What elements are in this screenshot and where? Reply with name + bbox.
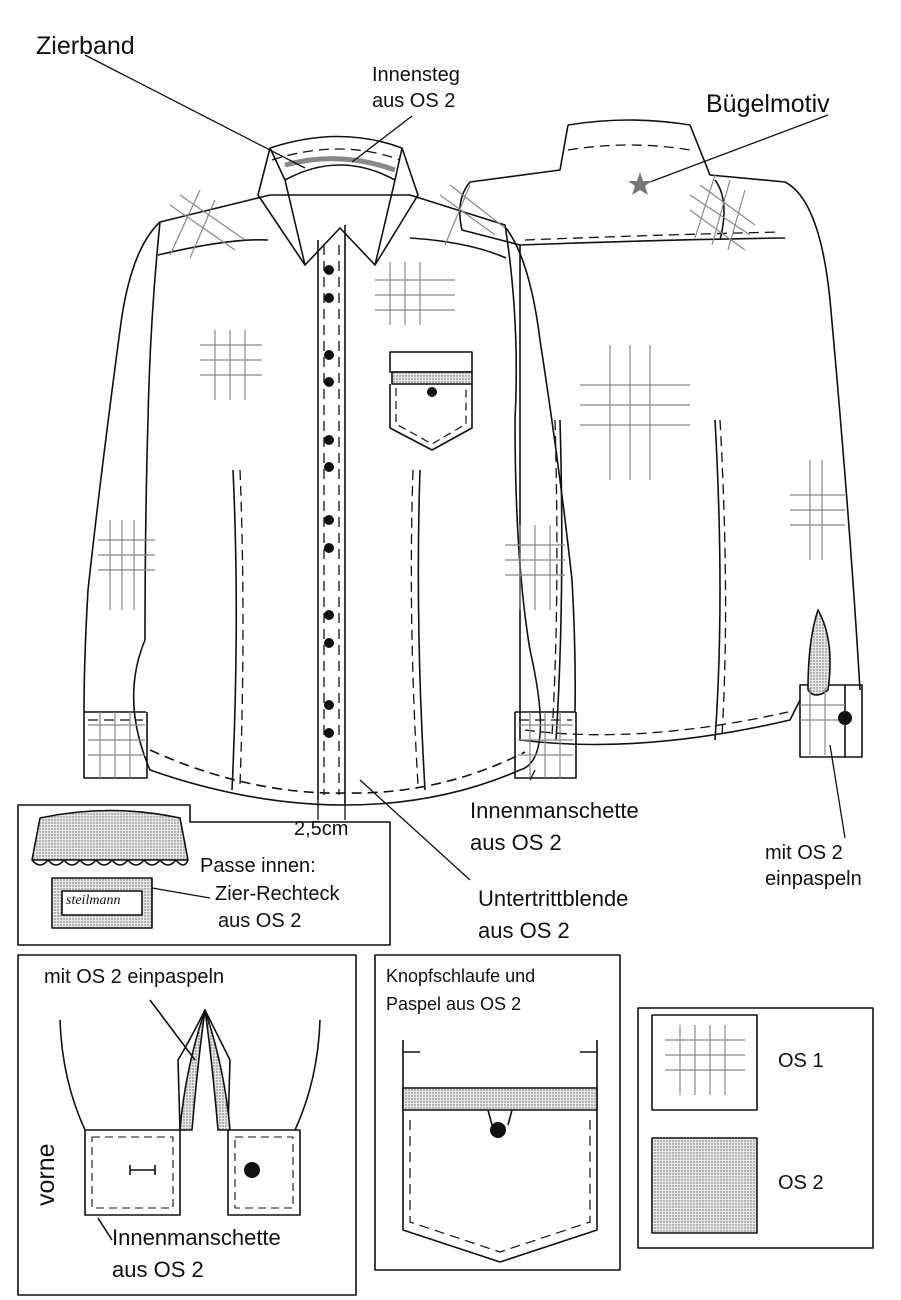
label-innenmanschette-1: Innenmanschette — [470, 798, 639, 823]
label-cuff-innen-2: aus OS 2 — [112, 1257, 204, 1282]
back-placket-strip — [807, 609, 831, 696]
label-untertritt-2: aus OS 2 — [478, 918, 570, 943]
label-einpaspeln-1: mit OS 2 — [765, 842, 843, 864]
front-stitching — [88, 148, 572, 795]
label-steilmann: steilmann — [66, 893, 121, 908]
label-pocket-2: Paspel aus OS 2 — [386, 994, 522, 1014]
label-cuff-detail-top: mit OS 2 einpaspeln — [44, 966, 225, 988]
label-innenmanschette-2: aus OS 2 — [470, 830, 562, 855]
passe-box — [17, 804, 391, 946]
label-pocket-1: Knopfschlaufe und — [386, 966, 536, 986]
label-untertritt-1: Untertrittblende — [478, 886, 629, 911]
front-shirt — [83, 135, 577, 806]
label-passe-title: Passe innen: — [200, 855, 316, 877]
label-cuff-innen-1: Innenmanschette — [112, 1225, 281, 1250]
label-zierband: Zierband — [36, 32, 135, 60]
cuff-detail-box — [17, 954, 357, 1296]
label-innensteg-1: Innensteg — [372, 64, 460, 86]
leader-lines — [84, 54, 846, 899]
label-zier-1: Zier-Rechteck — [215, 883, 340, 905]
label-innensteg-2: aus OS 2 — [372, 90, 456, 112]
placket-buttons — [324, 265, 852, 738]
os1-grid-swatches — [88, 174, 845, 1095]
label-buegelmotiv: Bügelmotiv — [706, 90, 830, 118]
label-einpaspeln-2: einpaspeln — [765, 868, 862, 890]
zierband-band — [284, 156, 396, 173]
label-measure: 2,5cm — [294, 818, 349, 840]
label-vorne: vorne — [32, 1143, 60, 1206]
legend-label-os2: OS 2 — [778, 1172, 824, 1194]
legend-label-os1: OS 1 — [778, 1050, 824, 1072]
star-icon — [628, 172, 652, 195]
pocket-detail-box — [374, 954, 621, 1271]
legend-box — [637, 1007, 874, 1249]
label-zier-2: aus OS 2 — [218, 910, 302, 932]
front-pocket — [389, 351, 473, 451]
back-stitching — [524, 144, 789, 736]
back-shirt — [459, 119, 863, 758]
